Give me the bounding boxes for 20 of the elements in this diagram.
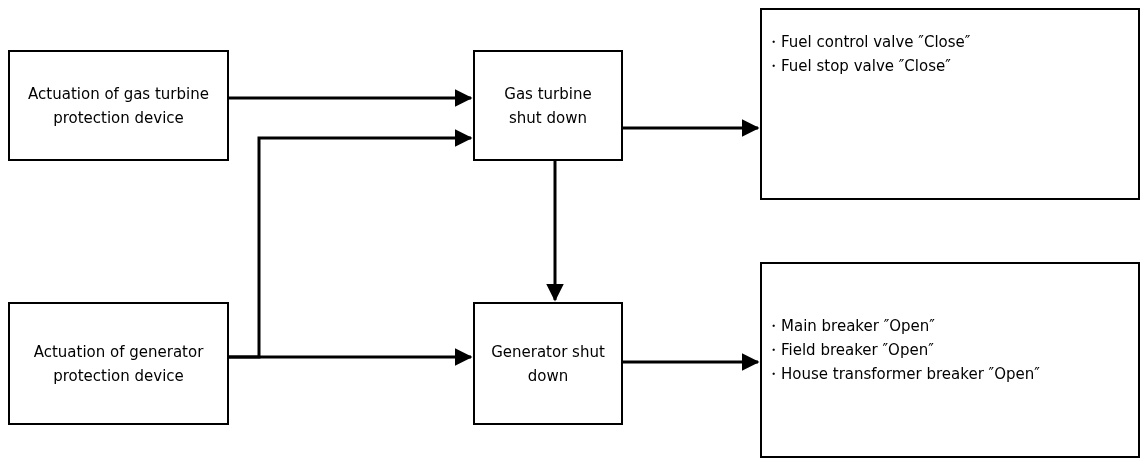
action-item: ・Main breaker ″Open″ — [766, 316, 935, 337]
action-item: ・Fuel control valve ″Close″ — [766, 32, 971, 53]
action-list-box — [760, 262, 1140, 458]
action-item: ・Field breaker ″Open″ — [766, 340, 934, 361]
arrow — [229, 348, 473, 366]
arrow — [229, 89, 473, 107]
process-box — [8, 302, 229, 425]
step-label: Gas turbine shut down — [503, 83, 593, 129]
step-label: Actuation of gas turbine protection device — [27, 83, 210, 129]
action-item: ・House transformer breaker ″Open″ — [766, 364, 1040, 385]
arrow — [546, 161, 564, 302]
arrow — [623, 353, 760, 371]
arrow — [623, 119, 760, 137]
action-item: ・Fuel stop valve ″Close″ — [766, 56, 951, 77]
action-list-box — [760, 8, 1140, 200]
process-box — [473, 50, 623, 161]
step-label: Actuation of generator protection device — [32, 341, 205, 387]
process-box — [8, 50, 229, 161]
step-label: Generator shut down — [490, 341, 606, 387]
process-box — [473, 302, 623, 425]
